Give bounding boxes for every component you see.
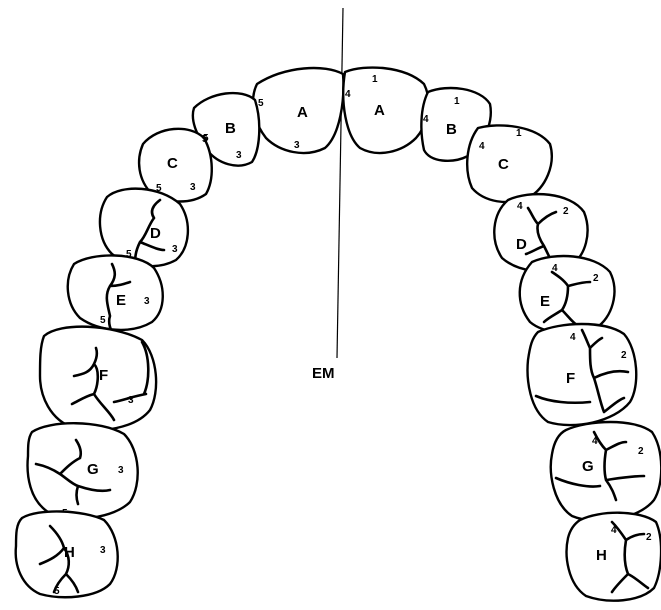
tooth-left-a-letter: A [297,104,308,121]
tooth-right-d-num-1: 4 [517,201,523,212]
tooth-left-a: A 5 3 [251,66,345,155]
tooth-right-f-num-1: 4 [570,332,576,343]
tooth-left-f-num-1: 3 [128,395,134,406]
tooth-right-c-num-2: 1 [516,128,522,139]
tooth-left-b-letter: B [225,120,236,137]
tooth-right-h: H 4 2 [565,511,661,602]
tooth-left-c-letter: C [167,155,178,172]
tooth-right-e-num-1: 4 [552,263,558,274]
tooth-right-b-num-1: 4 [423,114,429,125]
tooth-left-d-num-1: 5 [126,249,132,260]
tooth-left-h-num-2: 5 [54,586,60,597]
tooth-right-c: C 4 1 [466,124,553,204]
tooth-left-c-num-1: 5 [202,134,208,145]
tooth-right-a-num-1: 4 [345,89,351,100]
tooth-right-g-num-1: 4 [592,436,598,447]
tooth-right-g-num-2: 2 [638,446,644,457]
tooth-left-h: H 3 5 [14,510,119,599]
tooth-left-g-letter: G [87,461,99,478]
tooth-right-e: E 4 2 [518,254,616,334]
tooth-left-d-letter: D [150,225,161,242]
tooth-right-a-letter: A [374,102,385,119]
tooth-left-e-letter: E [116,292,126,309]
tooth-right-h-num-2: 2 [646,532,652,543]
tooth-right-a-num-2: 1 [372,74,378,85]
tooth-right-e-num-2: 2 [593,273,599,284]
midline [336,7,344,359]
tooth-left-a-num-2: 3 [294,140,300,151]
tooth-right-e-letter: E [540,293,550,310]
tooth-right-f-letter: F [566,370,575,387]
tooth-left-b-num-2: 3 [236,150,242,161]
tooth-right-g: G 4 2 [549,420,661,522]
tooth-right-h-letter: H [596,547,607,564]
tooth-right-d-letter: D [516,236,527,253]
tooth-left-c: C 5 5 3 [137,127,213,203]
tooth-right-f-num-2: 2 [621,350,627,361]
tooth-right-c-num-1: 4 [479,141,485,152]
tooth-left-a-num-1: 5 [258,98,264,109]
tooth-right-h-num-1: 4 [611,525,617,536]
tooth-left-h-letter: H [64,544,75,561]
tooth-right-g-letter: G [582,458,594,475]
tooth-right-b-letter: B [446,121,457,138]
tooth-left-c-num-3: 3 [190,182,196,193]
tooth-right-c-letter: C [498,156,509,173]
tooth-left-g: G 3 5 [26,422,139,520]
tooth-left-e-num-2: 3 [144,296,150,307]
tooth-right-d: D 4 2 [493,192,589,273]
tooth-left-g-num-1: 3 [118,465,124,476]
tooth-left-h-num-1: 3 [100,545,106,556]
tooth-right-b-num-2: 1 [454,96,460,107]
tooth-left-f-letter: F [99,367,108,384]
tooth-right-d-num-2: 2 [563,206,569,217]
tooth-left-f: F 3 5 [38,325,158,433]
midline-label: EM [312,365,335,382]
tooth-left-b-num-1: 5 [203,133,209,144]
tooth-left-c-num-2: 5 [156,183,162,194]
tooth-left-d-num-2: 3 [172,244,178,255]
tooth-right-f: F 4 2 [526,322,638,427]
tooth-left-e: E 5 3 [66,254,164,334]
tooth-left-d: D 5 3 [98,187,190,268]
tooth-left-e-num-1: 5 [100,315,106,326]
tooth-right-a: A 4 1 [342,66,430,155]
